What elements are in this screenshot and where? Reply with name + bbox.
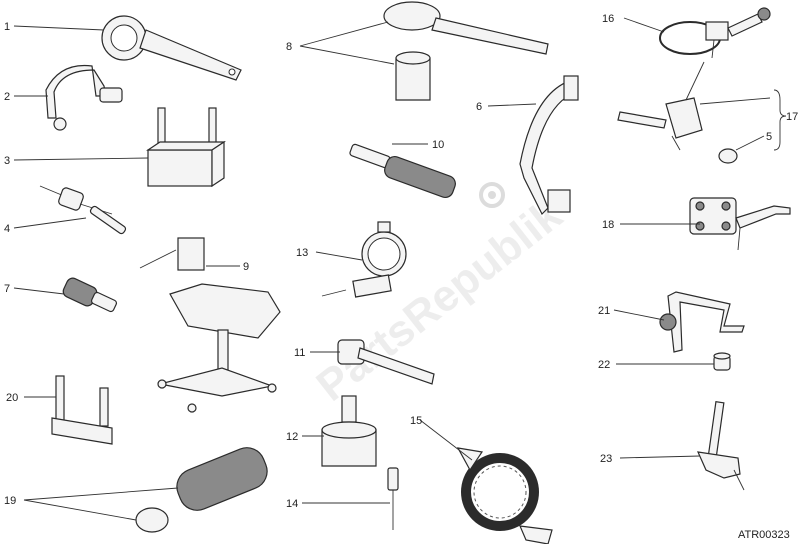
part-14-pin [387,467,399,530]
callout-1: 1 [4,21,10,33]
callout-3: 3 [4,155,10,167]
leader-5 [735,135,765,151]
bracket-17 [773,89,787,151]
callout-15: 15 [410,415,422,427]
leader-6 [487,103,537,107]
leader-15 [419,419,473,461]
part-7-knurled-tool [62,277,118,313]
part-22-bushing [713,352,731,371]
leader-19b [23,499,137,521]
callout-18: 18 [602,219,614,231]
part-2-pin-tool [45,64,123,131]
part-16-strap-wrench [659,7,771,59]
leader-23 [619,455,701,459]
callout-11: 11 [294,347,305,359]
callout-12: 12 [286,431,298,443]
watermark: PartsRepublik [308,190,572,411]
callout-4: 4 [4,223,10,235]
callout-9: 9 [243,261,249,273]
leader-19a [23,487,179,501]
callout-2: 2 [4,91,10,103]
callout-17: 17 [786,111,798,123]
callout-5: 5 [766,131,772,143]
callout-13: 13 [296,247,308,259]
leader-21 [613,309,665,321]
leader-8b [299,45,395,65]
part-3-support-bracket [146,107,226,188]
leader-8a [299,21,389,47]
callout-23: 23 [600,453,612,465]
leader-3 [13,157,149,161]
part-21-angle-bracket [659,291,745,353]
callout-22: 22 [598,359,610,371]
callout-20: 20 [6,392,18,404]
callout-14: 14 [286,498,298,510]
part-20-plate-holder [51,375,113,445]
part-8-holder-wrench [383,1,549,101]
part-11-flat-key [337,339,435,385]
callout-16: 16 [602,13,614,25]
drawing-code: ATR00323 [738,529,790,541]
leader-1 [13,25,105,31]
leader-4 [13,217,87,229]
leader-17 [699,97,771,105]
callout-10: 10 [432,139,444,151]
part-19-sleeve-set [135,447,268,533]
part-18-flange-tool [689,197,791,251]
callout-21: 21 [598,305,610,317]
part-10-drift-handle [349,143,456,198]
part-1-ring-spanner [101,15,242,81]
callout-6: 6 [476,101,482,113]
part-17-indicator-tool [617,61,738,164]
part-4-t-handle-puller [39,185,127,235]
callout-7: 7 [4,283,10,295]
part-12-press-tool [321,395,377,467]
leader-13 [315,251,363,261]
leader-7 [13,287,65,295]
callout-8: 8 [286,41,292,53]
watermark-gear-icon [479,182,505,208]
part-13-dial-gauge [321,221,407,298]
callout-19: 19 [4,495,16,507]
leader-16 [623,17,665,33]
part-9-engine-stand [139,237,281,413]
part-23-clamp-tool [697,401,745,491]
part-15-ring-wrench [456,447,553,545]
part-6-arc-bracket [519,75,579,216]
